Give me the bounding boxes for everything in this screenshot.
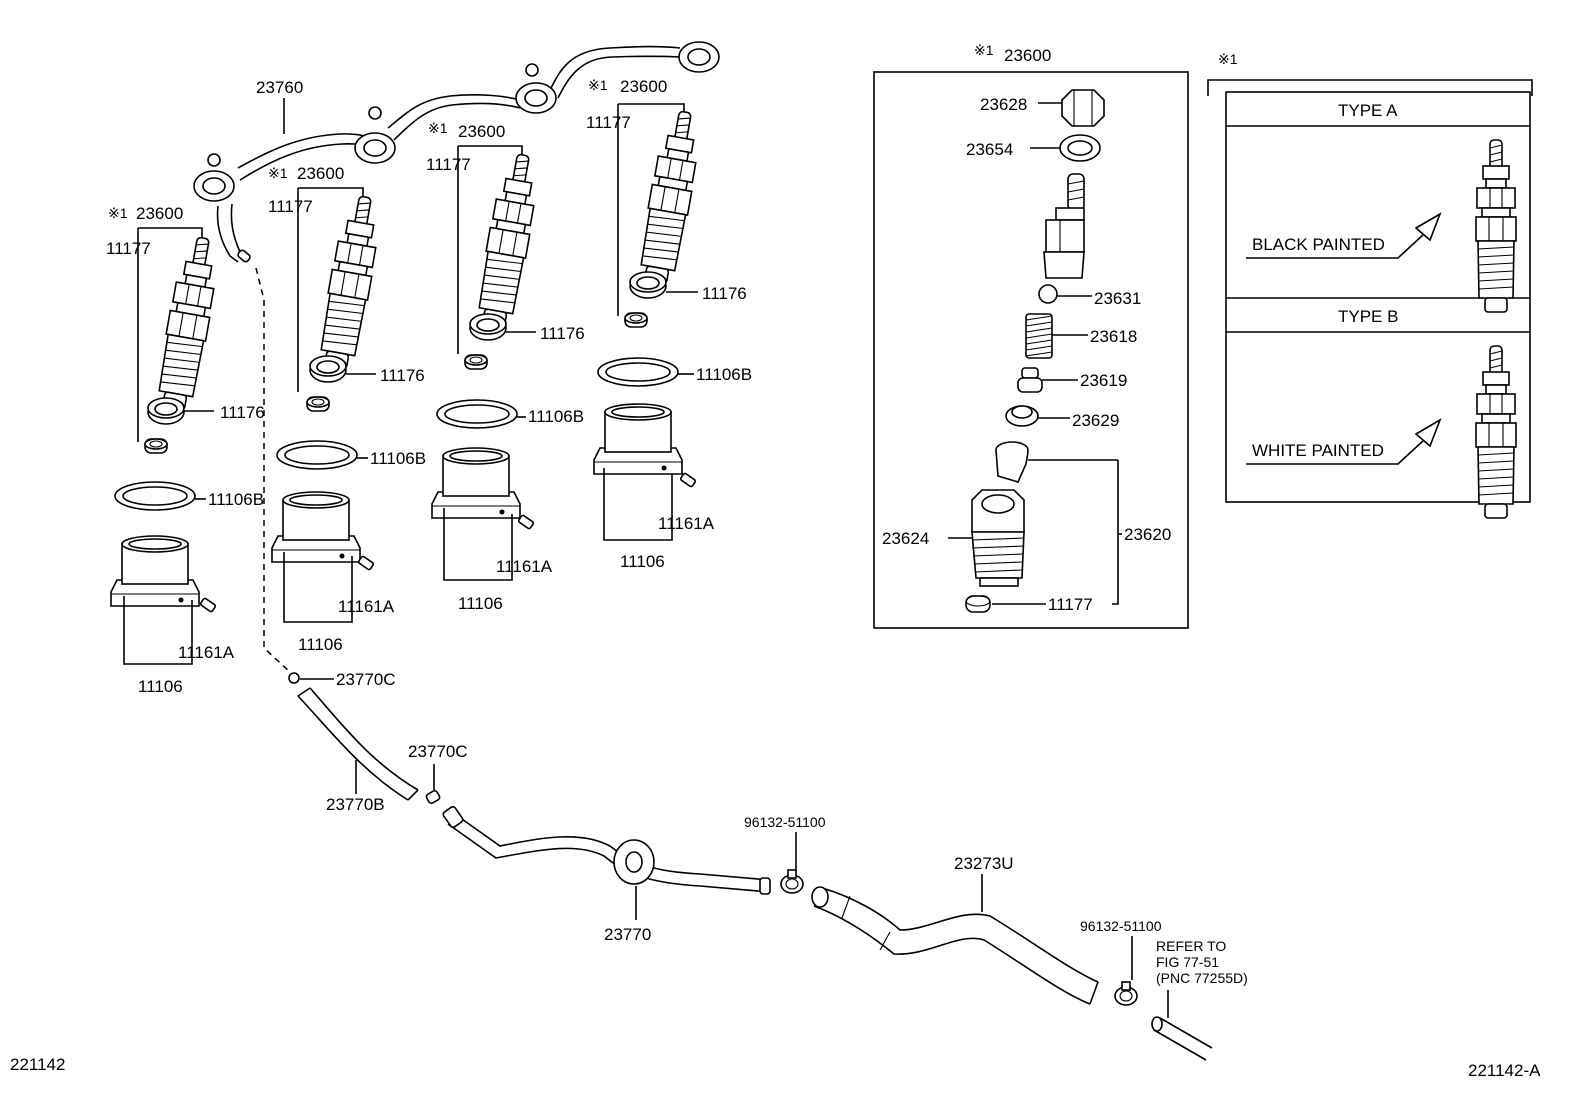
label-11161A: 11161A: [658, 514, 715, 533]
refer-pipe: [1151, 1016, 1213, 1061]
gasket-23770c-upper: [288, 672, 300, 684]
exploded-nozzle-box: [873, 71, 1189, 629]
label-23600: 23600: [620, 77, 667, 96]
label-11106B: 11106B: [370, 449, 426, 468]
label-23273U: 23273U: [954, 854, 1014, 873]
label-11106: 11106: [620, 552, 665, 571]
injector-assembly-4: ※1 23600 11177 11176 11106B 11161A 11106: [586, 77, 752, 571]
note-mark: ※1: [108, 205, 128, 221]
label-11161A: 11161A: [338, 597, 395, 616]
refer-note-line3: (PNC 77255D): [1156, 970, 1248, 986]
refer-note-line2: FIG 77-51: [1156, 954, 1219, 970]
label-11176: 11176: [702, 284, 747, 303]
label-23619: 23619: [1080, 371, 1127, 390]
label-11177: 11177: [426, 155, 471, 174]
hose-23770b: [297, 687, 419, 801]
label-11176: 11176: [540, 324, 585, 343]
label-23770B: 23770B: [326, 795, 385, 814]
label-11177: 11177: [268, 197, 313, 216]
label-11106B: 11106B: [528, 407, 584, 426]
black-painted-label: BLACK PAINTED: [1252, 235, 1385, 254]
injector-assembly-2: ※1 23600 11177 11176 11106B 11161A 11106: [268, 164, 426, 654]
figure-code-left: 221142: [10, 1055, 65, 1074]
label-11176: 11176: [220, 403, 265, 422]
label-11177: 11177: [106, 239, 151, 258]
white-painted-label: WHITE PAINTED: [1252, 441, 1384, 460]
label-11161A: 11161A: [496, 557, 553, 576]
refer-note-line1: REFER TO: [1156, 938, 1226, 954]
arrow-icon: [1414, 418, 1442, 448]
figure-code-right: 221142-A: [1468, 1061, 1541, 1080]
injector-assembly-3: ※1 23600 11177 11176 11106B 11161A 11106: [426, 120, 585, 613]
label-11106B: 11106B: [696, 365, 752, 384]
type-a-nozzle: [1475, 139, 1517, 313]
note-mark: ※1: [268, 165, 288, 181]
pipe-23770: [442, 805, 771, 895]
note-mark: ※1: [1218, 51, 1238, 67]
label-11106: 11106: [298, 635, 343, 654]
label-clip-96132-51100: 96132-51100: [744, 814, 826, 830]
label-11177: 11177: [1048, 595, 1093, 614]
arrow-icon: [1414, 212, 1442, 242]
label-11106: 11106: [138, 677, 183, 696]
label-23629: 23629: [1072, 411, 1119, 430]
label-11161A: 11161A: [178, 643, 235, 662]
type-a-heading: TYPE A: [1338, 101, 1398, 120]
label-11106B: 11106B: [208, 490, 264, 509]
type-b-nozzle: [1475, 345, 1517, 519]
label-23770: 23770: [604, 925, 651, 944]
label-23600: 23600: [458, 122, 505, 141]
gasket-23770c-lower: [425, 789, 441, 805]
label-11176: 11176: [380, 366, 425, 385]
label-11106: 11106: [458, 594, 503, 613]
label-23618: 23618: [1090, 327, 1137, 346]
hose-clip-2: [1114, 981, 1138, 1006]
injector-assembly-1: ※1 23600 11177 11176 11106B 11161A 11106: [106, 204, 265, 696]
label-11177: 11177: [586, 113, 631, 132]
label-23600: 23600: [1004, 46, 1051, 65]
exploded-nozzle-parts: [948, 89, 1122, 613]
label-23620: 23620: [1124, 525, 1171, 544]
label-23770C: 23770C: [336, 670, 396, 689]
label-23624: 23624: [882, 529, 929, 548]
label-23654: 23654: [966, 140, 1013, 159]
label-23628: 23628: [980, 95, 1027, 114]
note-mark: ※1: [974, 42, 994, 58]
note-mark: ※1: [428, 120, 448, 136]
label-clip-96132-51100: 96132-51100: [1080, 918, 1162, 934]
label-23770C: 23770C: [408, 742, 468, 761]
hose-23273u: [811, 886, 1099, 1005]
label-23760: 23760: [256, 78, 303, 97]
label-23600: 23600: [136, 204, 183, 223]
leak-off-pipe-23760: [193, 41, 720, 263]
label-23600: 23600: [297, 164, 344, 183]
label-23631: 23631: [1094, 289, 1141, 308]
note-mark: ※1: [588, 77, 608, 93]
type-b-heading: TYPE B: [1338, 307, 1398, 326]
hose-clip-1: [780, 869, 804, 894]
